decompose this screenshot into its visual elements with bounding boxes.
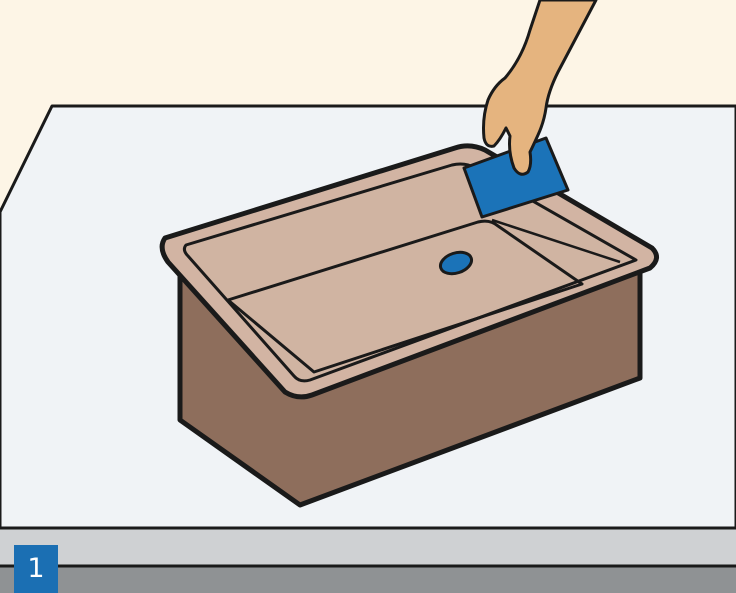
countertop-edge	[0, 528, 736, 566]
step-number-badge: 1	[14, 545, 58, 593]
countertop-underside	[0, 566, 736, 593]
